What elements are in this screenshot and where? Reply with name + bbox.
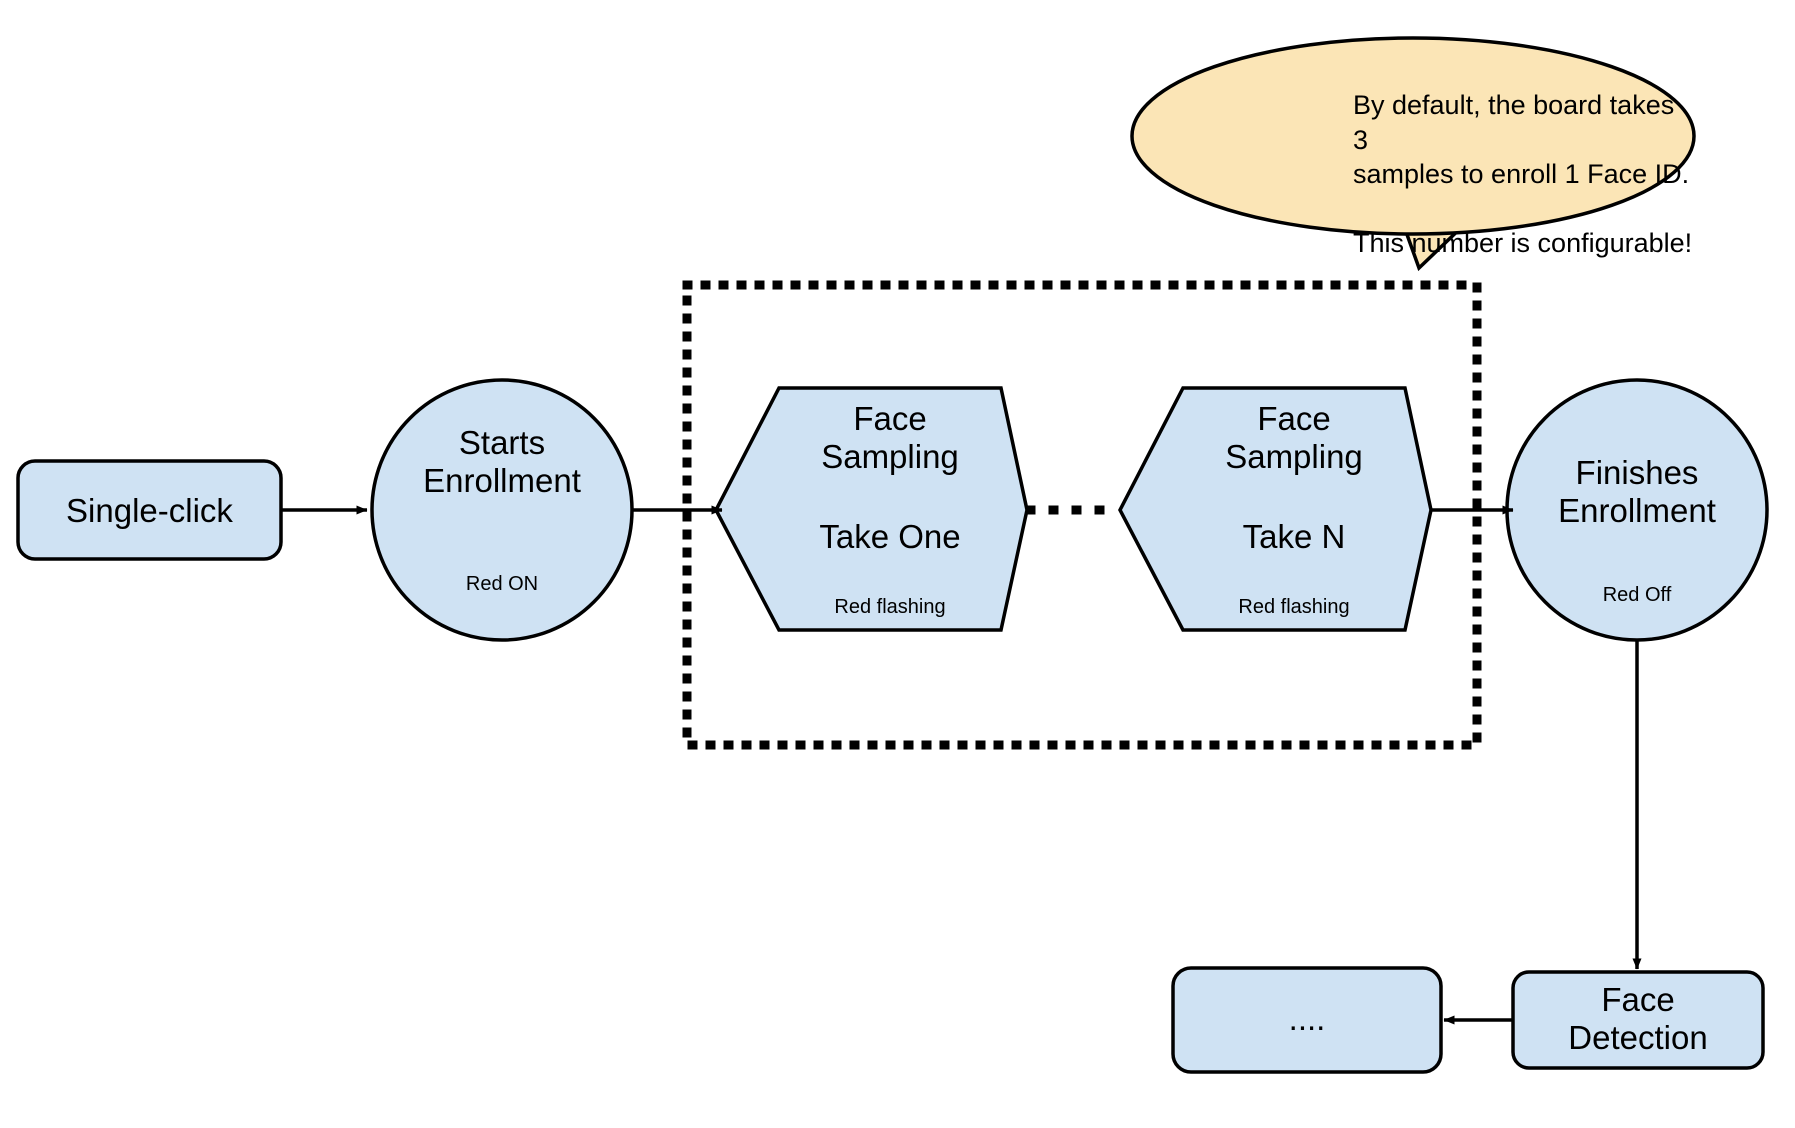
sampling-loop-group-border [682, 280, 1482, 750]
callout-bubble [1130, 36, 1696, 236]
starts-enrollment-node[interactable] [370, 378, 634, 642]
ellipsis-node[interactable] [1171, 966, 1443, 1074]
face-sampling-n-node[interactable] [1118, 386, 1433, 632]
finishes-enrollment-node[interactable] [1505, 378, 1769, 642]
face-sampling-one-node[interactable] [714, 386, 1029, 632]
single-click-node[interactable] [16, 459, 283, 561]
face-detection-node[interactable] [1511, 970, 1765, 1070]
